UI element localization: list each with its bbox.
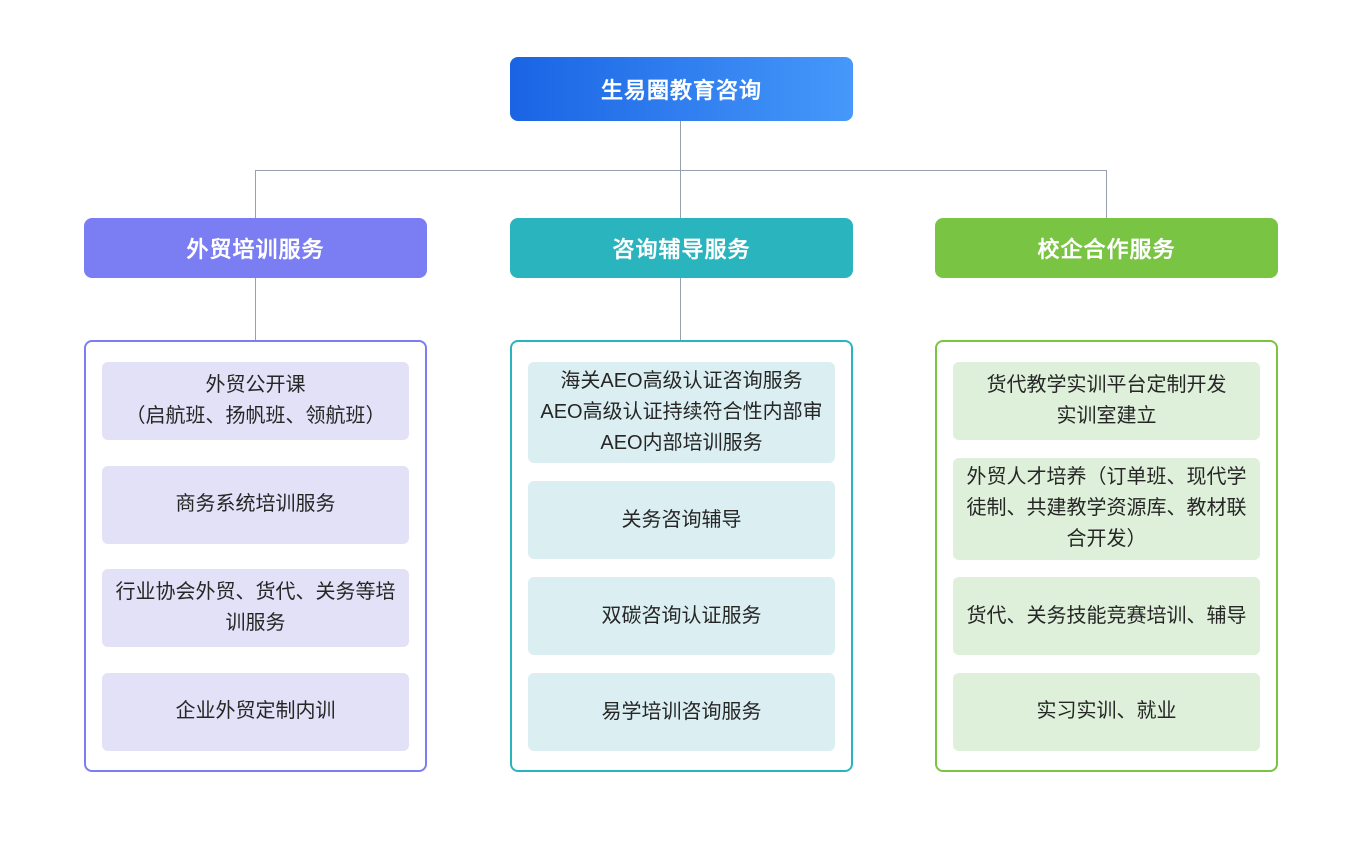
branch-container-trade-training: 外贸公开课 （启航班、扬帆班、领航班） 商务系统培训服务 行业协会外贸、货代、关…	[84, 340, 427, 772]
root-node-label: 生易圈教育咨询	[600, 78, 762, 103]
service-item: 关务咨询辅导	[528, 481, 835, 559]
connector-link-branch-1	[255, 276, 256, 342]
service-item: 商务系统培训服务	[102, 465, 409, 544]
service-item: 企业外贸定制内训	[102, 672, 409, 751]
branch-container-consulting-coaching: 海关AEO高级认证咨询服务 AEO高级认证持续符合性内部审 AEO内部培训服务 …	[510, 340, 853, 772]
branch-header-label: 校企合作服务	[1037, 237, 1176, 262]
connector-drop-branch-2	[680, 170, 681, 220]
service-item: 外贸人才培养（订单班、现代学徒制、共建教学资源库、教材联合开发）	[953, 457, 1260, 560]
service-item: 货代、关务技能竞赛培训、辅导	[953, 577, 1260, 656]
branch-header-label: 咨询辅导服务	[612, 237, 751, 262]
service-item: 货代教学实训平台定制开发 实训室建立	[953, 362, 1260, 440]
connector-root-stem	[680, 121, 681, 171]
service-item: 易学培训咨询服务	[528, 673, 835, 751]
connector-link-branch-2	[680, 276, 681, 342]
branch-header-school-enterprise: 校企合作服务	[935, 218, 1278, 278]
service-item: 海关AEO高级认证咨询服务 AEO高级认证持续符合性内部审 AEO内部培训服务	[528, 362, 835, 463]
service-item: 外贸公开课 （启航班、扬帆班、领航班）	[102, 362, 409, 440]
service-item: 行业协会外贸、货代、关务等培训服务	[102, 569, 409, 648]
service-item: 实习实训、就业	[953, 672, 1260, 751]
branch-container-school-enterprise: 货代教学实训平台定制开发 实训室建立 外贸人才培养（订单班、现代学徒制、共建教学…	[935, 340, 1278, 772]
branch-header-label: 外贸培训服务	[186, 237, 325, 262]
connector-drop-branch-3	[1106, 170, 1107, 220]
service-item: 双碳咨询认证服务	[528, 577, 835, 655]
connector-drop-branch-1	[255, 170, 256, 220]
root-node: 生易圈教育咨询	[510, 57, 853, 121]
branch-header-trade-training: 外贸培训服务	[84, 218, 427, 278]
branch-header-consulting-coaching: 咨询辅导服务	[510, 218, 853, 278]
